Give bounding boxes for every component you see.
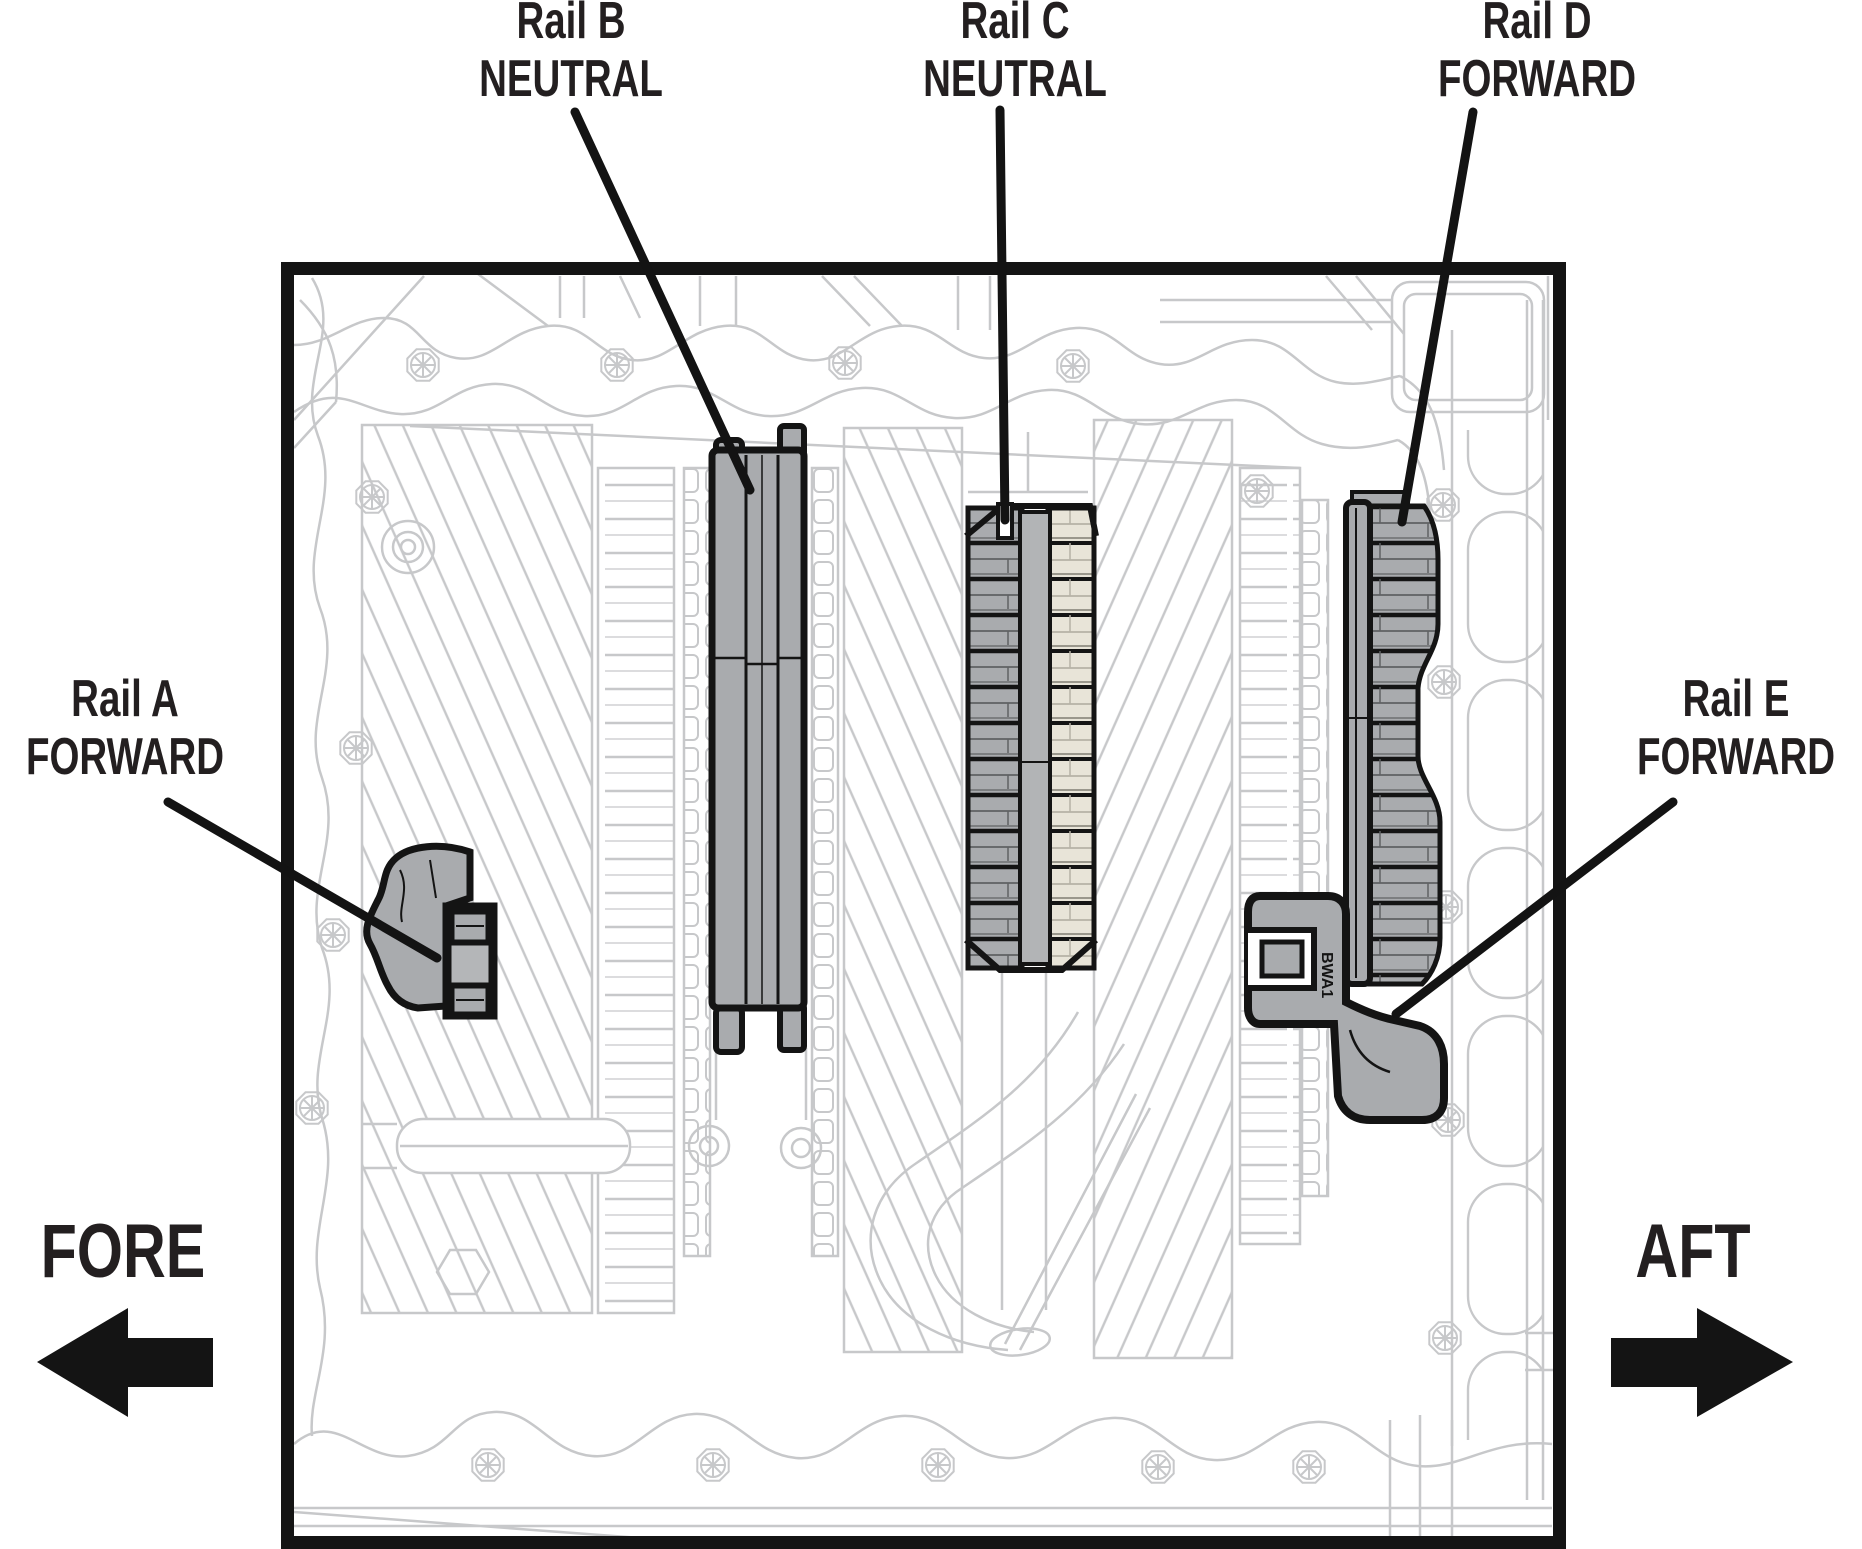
leader-lines	[163, 105, 1678, 1019]
aft-label: AFT	[1635, 1209, 1751, 1294]
rail-c-part	[964, 502, 1099, 973]
fore-label: FORE	[40, 1209, 206, 1294]
rail-a-position: FORWARD	[25, 728, 225, 786]
rail-a-label: Rail A FORWARD	[26, 670, 224, 786]
rail-d-part	[1343, 490, 1443, 987]
fore-arrow-icon	[37, 1308, 213, 1417]
rail-e-name: Rail E	[1682, 670, 1790, 728]
rail-d-label: Rail D FORWARD	[1438, 0, 1636, 108]
rail-b-position: NEUTRAL	[479, 50, 663, 108]
rail-e-leader-line	[1391, 797, 1678, 1019]
rail-e-label: Rail E FORWARD	[1637, 670, 1835, 786]
rail-c-leader-line	[995, 105, 1010, 525]
aft-arrow-icon	[1611, 1308, 1793, 1417]
rail-d-leader-line	[1397, 107, 1478, 527]
rail-b-name: Rail B	[516, 0, 626, 50]
rail-a-part	[363, 842, 498, 1020]
diagram-border	[281, 262, 1566, 1549]
rail-b-leader-line	[570, 107, 755, 495]
rail-d-position: FORWARD	[1437, 50, 1637, 108]
rail-e-position: FORWARD	[1636, 728, 1836, 786]
rail-a-leader-line	[163, 797, 442, 963]
rail-c-name: Rail C	[960, 0, 1070, 50]
part-marking-text: BWA1	[1318, 952, 1335, 998]
rail-a-name: Rail A	[71, 670, 179, 728]
rail-b-label: Rail B NEUTRAL	[479, 0, 663, 108]
rail-b-part	[708, 423, 808, 1055]
rail-d-name: Rail D	[1482, 0, 1592, 50]
rail-e-part: BWA1	[1244, 892, 1448, 1124]
rail-c-position: NEUTRAL	[923, 50, 1107, 108]
rail-c-label: Rail C NEUTRAL	[923, 0, 1107, 108]
